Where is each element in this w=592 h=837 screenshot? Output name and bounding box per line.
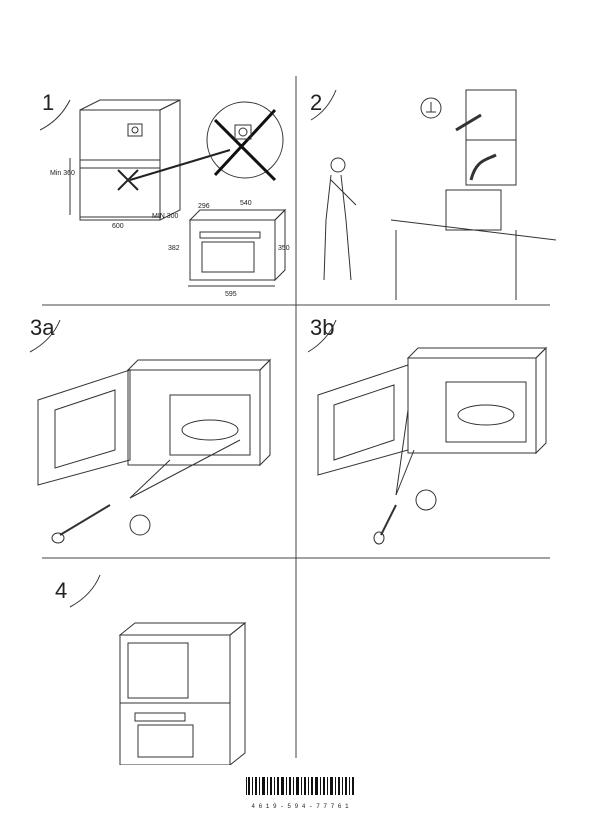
dim-595: 595	[225, 291, 237, 298]
step-2-illustration	[310, 89, 556, 300]
step-1-illustration: Min 360 600 MIN 300 296 540 382 350 595	[39, 99, 290, 298]
dim-min-300: MIN 300	[152, 213, 179, 220]
barcode: 4 6 1 9 - 5 9 4 - 7 7 7 6 1	[244, 777, 356, 810]
step-number-3b: 3b	[310, 315, 335, 340]
dim-296: 296	[198, 203, 210, 210]
step-3b-illustration	[307, 319, 548, 545]
barcode-number: 4 6 1 9 - 5 9 4 - 7 7 7 6 1	[251, 803, 349, 810]
step-number-2: 2	[310, 90, 323, 115]
dim-540: 540	[240, 200, 252, 207]
dim-350: 350	[278, 245, 290, 252]
step-number-4: 4	[55, 578, 68, 603]
oven-drawing	[188, 208, 287, 282]
dim-382: 382	[168, 245, 180, 252]
step-4-illustration	[69, 574, 247, 765]
step-number-1: 1	[42, 90, 55, 115]
dim-600: 600	[112, 223, 124, 230]
barcode-bars	[246, 777, 354, 795]
dim-min-360: Min 360	[50, 170, 75, 177]
step-3a-illustration	[29, 319, 272, 544]
cabinet-drawing	[79, 99, 284, 221]
